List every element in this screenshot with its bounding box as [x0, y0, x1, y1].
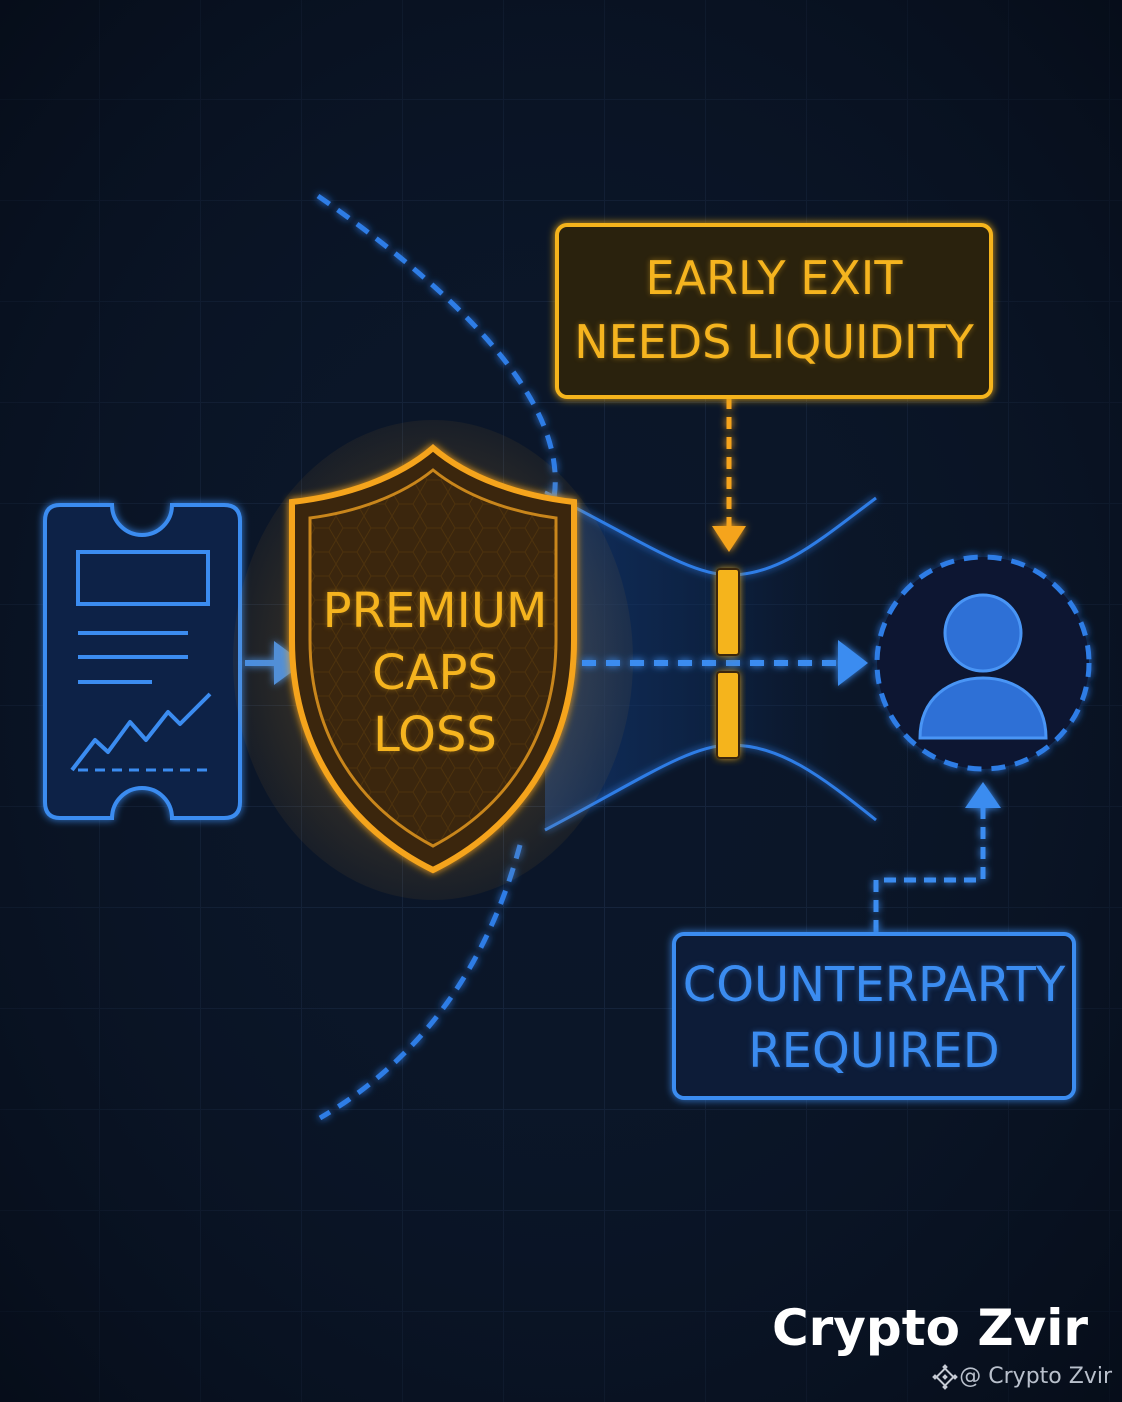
brand-title: Crypto Zvir — [771, 1299, 1088, 1357]
counterparty-label-line1: COUNTERPARTY — [682, 957, 1066, 1013]
early-exit-box — [555, 223, 993, 399]
brand-handle[interactable]: @ Crypto Zvir — [935, 1362, 1112, 1392]
flow-to-counterparty — [582, 640, 868, 686]
liquidity-gate-icon — [716, 568, 740, 759]
early-exit-label-line1: EARLY EXIT — [645, 251, 903, 305]
counterparty-label: COUNTERPARTY REQUIRED — [673, 952, 1075, 1084]
arrow-counterparty-to-user — [873, 782, 1001, 932]
user-icon — [874, 554, 1092, 772]
option-ticket-icon — [43, 503, 242, 820]
brand-handle-text[interactable]: @ Crypto Zvir — [959, 1364, 1112, 1389]
shield-icon — [289, 444, 577, 874]
shield-label-line3: LOSS — [373, 707, 497, 763]
shield-label: PREMIUM CAPS LOSS — [296, 580, 574, 766]
counterparty-box — [672, 932, 1076, 1100]
arrow-exit-to-gate — [712, 397, 746, 552]
early-exit-label-line2: NEEDS LIQUIDITY — [574, 315, 974, 369]
early-exit-label: EARLY EXIT NEEDS LIQUIDITY — [556, 246, 992, 374]
counterparty-label-line2: REQUIRED — [748, 1023, 1000, 1079]
diamond-logo-icon — [932, 1364, 958, 1390]
dashed-arc — [316, 193, 558, 1121]
shield-label-line2: CAPS — [372, 645, 498, 701]
shield-label-line1: PREMIUM — [322, 583, 548, 639]
